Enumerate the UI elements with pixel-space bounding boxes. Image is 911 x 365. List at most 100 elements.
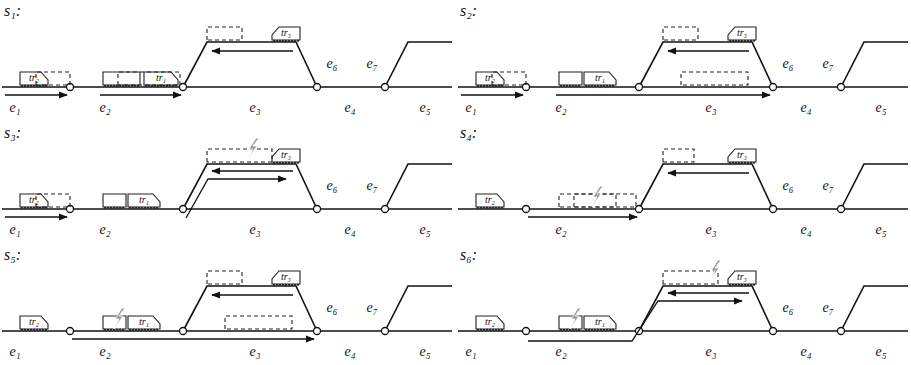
edge-label: e₆ — [326, 179, 337, 193]
edge-label: e₂ — [555, 101, 566, 115]
train-label: tr₂ — [485, 317, 495, 327]
route-arrow — [212, 294, 293, 295]
train-part — [728, 271, 756, 286]
state-panel — [458, 27, 908, 95]
train-part — [728, 27, 756, 42]
edge-label: e₃ — [705, 101, 716, 115]
train-label: tr₁ — [156, 73, 166, 83]
edge-label: e₃ — [705, 345, 716, 359]
route-arrow — [528, 301, 742, 341]
train-part — [272, 149, 300, 164]
edge-label: e₅ — [875, 345, 886, 359]
edge-label: e₇ — [822, 179, 833, 193]
train-part — [663, 27, 698, 40]
train-part — [476, 316, 504, 331]
route-arrow — [461, 94, 523, 95]
train-part — [728, 149, 756, 164]
edge-label: e₄ — [344, 101, 355, 115]
route-arrow — [528, 216, 637, 217]
route-arrow — [556, 94, 770, 95]
track-node — [838, 206, 845, 213]
failure-bolt — [710, 260, 721, 281]
train-part — [584, 316, 616, 331]
failure-bolt — [114, 308, 125, 329]
state-panel — [458, 260, 908, 341]
edge-label: e₆ — [326, 57, 337, 71]
state-panel — [2, 271, 452, 339]
train-label: tr₃ — [737, 150, 747, 160]
track-node — [314, 84, 321, 91]
track — [2, 42, 452, 87]
train-label: tr₃ — [737, 28, 747, 38]
track-node — [770, 206, 777, 213]
state-label: s₁: — [4, 3, 21, 19]
train-part — [128, 316, 160, 331]
train-part — [20, 316, 48, 331]
edge-label: e₅ — [875, 223, 886, 237]
route-arrow — [668, 292, 749, 293]
edge-label: e₆ — [326, 301, 337, 315]
train-part — [36, 194, 70, 207]
edge-label: e₄ — [344, 223, 355, 237]
track-node — [770, 328, 777, 335]
route-arrow — [5, 94, 67, 95]
train-part — [207, 27, 242, 40]
edge-label: e₃ — [249, 345, 260, 359]
train-part — [128, 194, 160, 209]
track — [2, 286, 452, 331]
track-node — [636, 206, 643, 213]
train-label: tr₂ — [29, 73, 39, 83]
state-label: s₆: — [460, 247, 477, 263]
train-part — [681, 72, 748, 85]
edge-label: e₁ — [465, 101, 476, 115]
track — [458, 164, 908, 209]
train-part — [272, 271, 300, 286]
edge-label: e₃ — [249, 101, 260, 115]
edge-label: e₇ — [366, 301, 377, 315]
train-part — [272, 27, 300, 42]
edge-label: e₁ — [9, 345, 20, 359]
edge-label: e₅ — [419, 223, 430, 237]
train-part — [118, 72, 180, 85]
train-label: tr₁ — [139, 195, 149, 205]
state-label: s₃: — [4, 125, 21, 141]
train-part — [663, 149, 694, 162]
track-node — [180, 206, 187, 213]
track — [458, 286, 908, 331]
edge-label: e₃ — [249, 223, 260, 237]
train-part — [663, 271, 718, 284]
edge-label: e₆ — [782, 301, 793, 315]
track-node — [838, 328, 845, 335]
track-node — [382, 328, 389, 335]
train-part — [225, 316, 292, 329]
track-node — [67, 328, 74, 335]
train-part — [36, 72, 70, 85]
edge-label: e₄ — [800, 345, 811, 359]
edge-label: e₁ — [465, 345, 476, 359]
edge-label: e₇ — [366, 179, 377, 193]
edge-label: e₂ — [555, 345, 566, 359]
edge-label: e₆ — [782, 179, 793, 193]
train-part — [103, 194, 126, 209]
train-label: tr₁ — [139, 317, 149, 327]
train-part — [207, 271, 242, 284]
route-arrow — [5, 216, 67, 217]
track-node — [770, 84, 777, 91]
edge-label: e₇ — [822, 301, 833, 315]
route-arrow — [186, 179, 286, 218]
state-panel — [458, 149, 908, 217]
train-part — [476, 194, 504, 209]
edge-label: e₄ — [800, 223, 811, 237]
track — [2, 164, 452, 209]
track-node — [180, 328, 187, 335]
train-part — [492, 72, 526, 85]
train-label: tr₂ — [29, 195, 39, 205]
edge-label: e₆ — [782, 57, 793, 71]
edge-label: e₂ — [99, 345, 110, 359]
train-label: tr₃ — [281, 28, 291, 38]
route-arrow — [668, 50, 749, 51]
track-node — [382, 84, 389, 91]
track-node — [382, 206, 389, 213]
